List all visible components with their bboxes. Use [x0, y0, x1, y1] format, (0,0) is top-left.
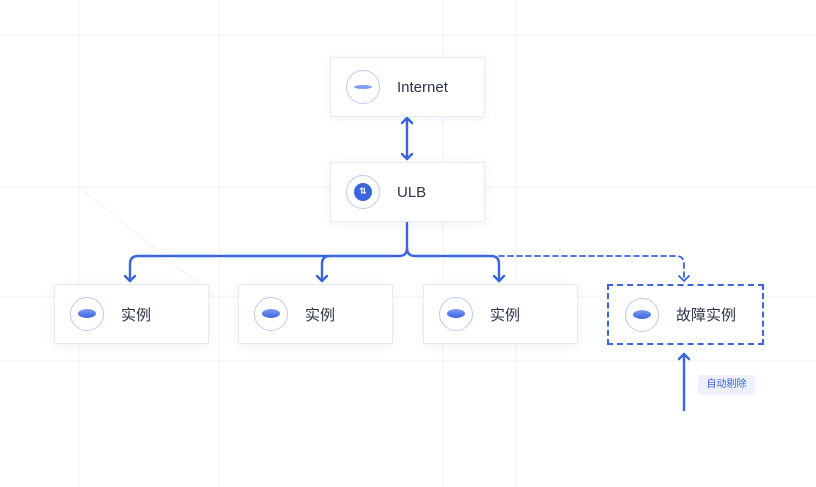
branch-faulty	[498, 255, 685, 282]
branch-instance-2	[320, 254, 332, 283]
instance-node-2[interactable]: 实例	[238, 284, 393, 344]
instance-label: 实例	[490, 306, 521, 324]
instance-node-1[interactable]: 实例	[54, 284, 209, 344]
ulb-node[interactable]: ⇅ ULB	[330, 162, 485, 222]
branch-instance-3	[405, 246, 501, 283]
instance-node-3[interactable]: 实例	[423, 284, 578, 344]
faulty-instance-node[interactable]: 故障实例	[607, 284, 764, 345]
load-balancer-icon: ⇅	[346, 175, 380, 209]
instance-label: 实例	[121, 306, 152, 324]
faulty-instance-label: 故障实例	[676, 307, 737, 324]
auto-delete-badge: 自动剔除	[698, 375, 755, 395]
internet-node[interactable]: Internet	[330, 57, 485, 117]
ulb-label: ULB	[397, 183, 427, 201]
instance-icon	[70, 297, 104, 331]
globe-icon	[346, 70, 380, 104]
instance-icon	[625, 297, 659, 332]
instance-icon	[439, 297, 473, 331]
instance-label: 实例	[305, 306, 336, 324]
ulb-trunk	[128, 221, 409, 283]
internet-label: Internet	[397, 78, 448, 96]
instance-icon	[254, 297, 288, 331]
